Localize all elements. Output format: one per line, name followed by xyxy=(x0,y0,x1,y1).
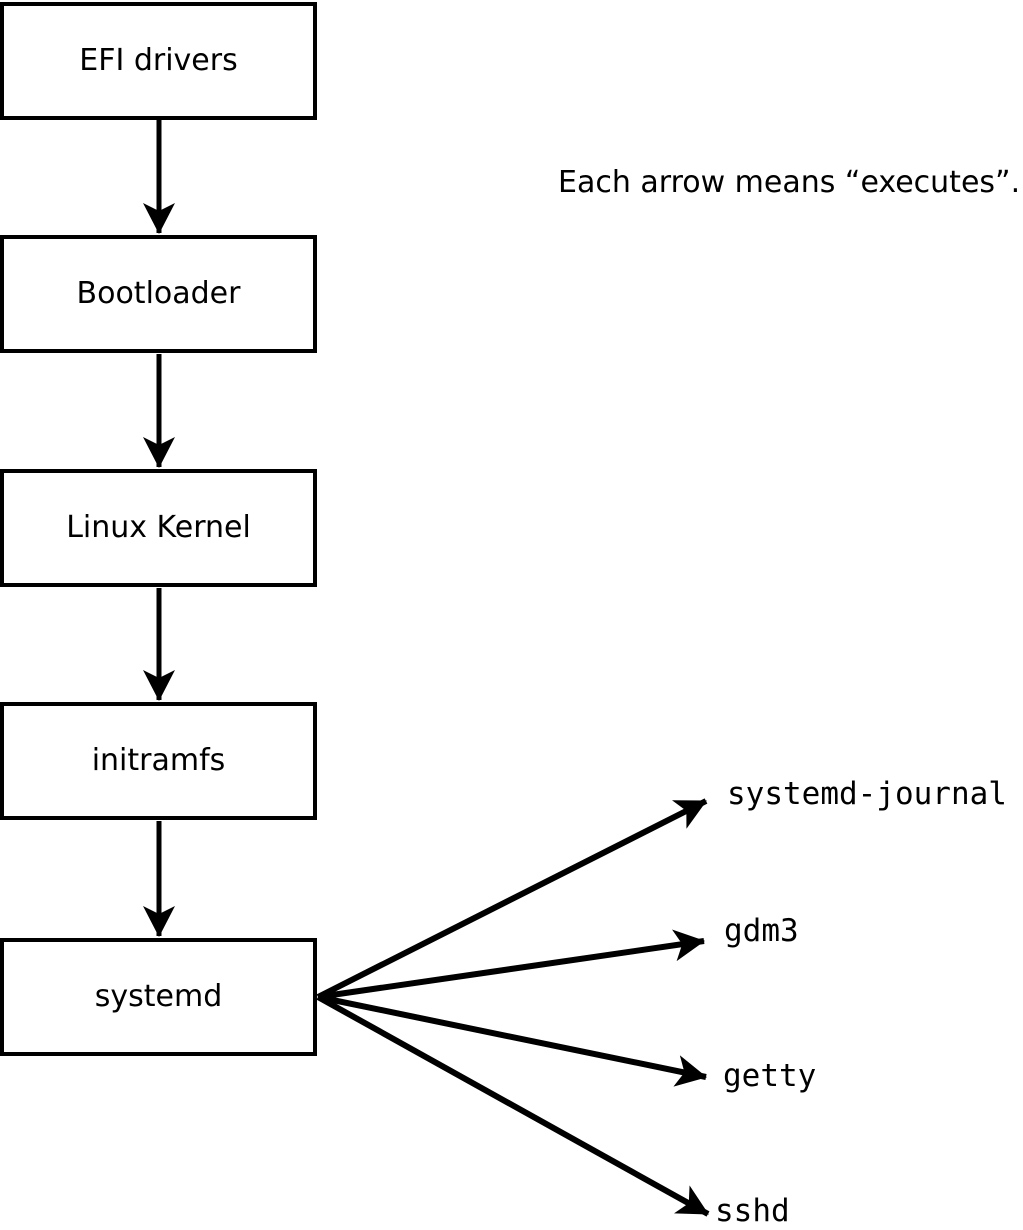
arrow-systemd-to-getty xyxy=(317,994,707,1087)
node-efi-drivers-label: EFI drivers xyxy=(79,43,238,78)
process-label-getty: getty xyxy=(723,1058,817,1094)
node-systemd: systemd xyxy=(0,938,317,1056)
node-systemd-label: systemd xyxy=(94,979,223,1014)
node-initramfs-label: initramfs xyxy=(91,743,226,778)
arrow-systemd-to-journal xyxy=(316,798,708,1000)
process-label-gdm3: gdm3 xyxy=(724,913,799,949)
node-initramfs: initramfs xyxy=(0,702,317,820)
node-bootloader-label: Bootloader xyxy=(76,276,241,311)
process-label-sshd: sshd xyxy=(715,1193,790,1229)
arrow-meaning-annotation: Each arrow means “executes”. xyxy=(558,165,1021,200)
process-label-systemd-journal: systemd-journal xyxy=(727,776,1007,812)
node-linux-kernel: Linux Kernel xyxy=(0,469,317,587)
node-linux-kernel-label: Linux Kernel xyxy=(66,510,251,545)
arrow-systemd-to-gdm3 xyxy=(317,929,705,1000)
arrow-systemd-to-sshd xyxy=(316,994,710,1217)
node-bootloader: Bootloader xyxy=(0,235,317,353)
node-efi-drivers: EFI drivers xyxy=(0,2,317,120)
